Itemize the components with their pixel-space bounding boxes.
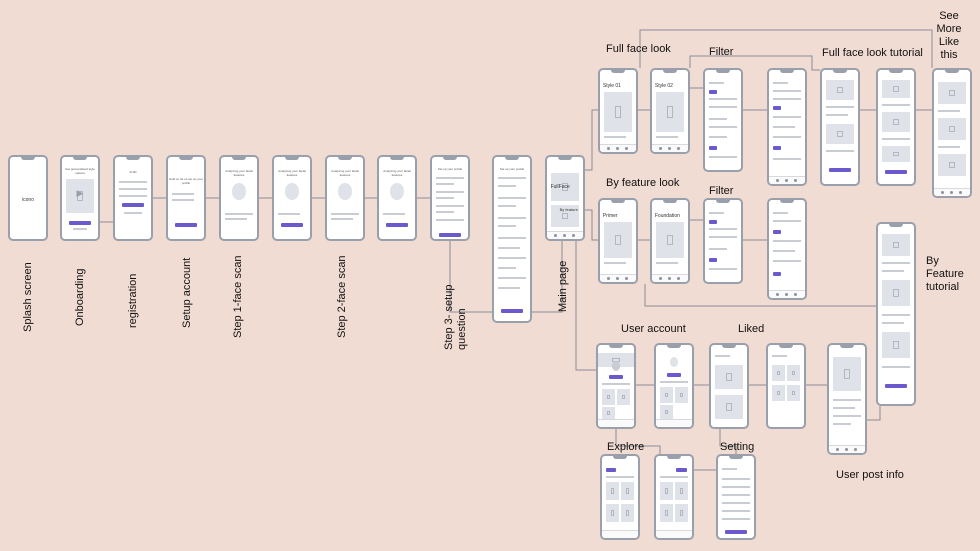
face-scan-step2b: Analyzing your facial features xyxy=(377,155,417,241)
face-scan-step2a: Analyzing your facial features xyxy=(325,155,365,241)
full-face-style1: Style 01 xyxy=(598,68,638,154)
connector-line xyxy=(639,29,933,68)
label-filter-mid: Filter xyxy=(709,185,734,197)
connector-line xyxy=(585,209,598,241)
question-submit-button[interactable] xyxy=(501,309,523,313)
full-face-tutorial-2 xyxy=(876,68,916,186)
label-by-feature-look: By feature look xyxy=(606,177,680,189)
by-feature-label: By feature xyxy=(559,207,578,212)
setting-screen xyxy=(716,454,756,540)
main-page-screen: FullFace By feature xyxy=(545,155,585,241)
explore-screen-1 xyxy=(600,454,640,540)
label-explore: Explore xyxy=(607,441,645,453)
by-feature-tutorial-screen xyxy=(876,222,916,406)
filter-detail-top xyxy=(767,68,807,186)
label-full-face-look: Full face look xyxy=(606,43,671,55)
face-scan-step1a: Analyzing your facial features xyxy=(219,155,259,241)
filter-detail-mid xyxy=(767,198,807,300)
setup-account-screen: Hold on let us set up your profile xyxy=(166,155,206,241)
splash-screen: icono xyxy=(8,155,48,241)
get-started-button[interactable] xyxy=(69,221,91,225)
user-account-screen-2 xyxy=(654,343,694,429)
connector-line xyxy=(532,241,563,313)
label-by-feature-tutorial: By Feature tutorial xyxy=(926,255,964,293)
label-see-more: See More Like this xyxy=(936,10,962,61)
filter-screen-mid xyxy=(703,198,743,284)
face-scan-step1b: Analyzing your facial features xyxy=(272,155,312,241)
question-next-button[interactable] xyxy=(439,233,461,237)
label-full-face-tutorial: Full face look tutorial xyxy=(822,47,923,59)
play-icon[interactable]: ▶ xyxy=(76,188,84,198)
splash-logo: icono xyxy=(22,197,34,203)
label-liked: Liked xyxy=(738,323,765,335)
full-face-tutorial-1 xyxy=(820,68,860,186)
label-step3: Step 3- setup question xyxy=(443,284,468,350)
connector-line xyxy=(585,109,598,171)
sign-up-button[interactable] xyxy=(122,203,144,207)
registration-title: AUID xyxy=(129,170,137,174)
liked-screen-1 xyxy=(709,343,749,429)
by-feature-foundation: Foundation xyxy=(650,198,690,284)
by-feature-card[interactable] xyxy=(551,205,579,227)
label-splash: Splash screen xyxy=(22,262,34,332)
connector-line xyxy=(867,406,881,421)
label-setting: Setting xyxy=(720,441,755,453)
filter-screen-top xyxy=(703,68,743,172)
onboarding-text: Get personalised style options xyxy=(65,167,95,175)
label-setup-account: Setup account xyxy=(181,257,193,328)
setup-text: Hold on let us set up your profile xyxy=(168,177,204,185)
full-face-style2: Style 02 xyxy=(650,68,690,154)
scan2-continue-button[interactable] xyxy=(386,223,408,227)
user-post-info-screen xyxy=(827,343,867,455)
label-step1: Step 1-face scan xyxy=(232,255,244,338)
setup-question-screen-2: Set up your profile xyxy=(492,155,532,323)
label-main-page: Main page xyxy=(557,260,569,312)
connector-line xyxy=(615,429,661,454)
continue-button[interactable] xyxy=(175,223,197,227)
label-onboarding: Onboarding xyxy=(74,268,86,327)
by-feature-primer: Primer xyxy=(598,198,638,284)
label-user-post-info: User post info xyxy=(836,469,904,481)
full-face-label: FullFace xyxy=(550,184,570,190)
connector-line xyxy=(449,241,492,313)
connector-line xyxy=(719,429,737,454)
label-filter-top: Filter xyxy=(709,46,734,58)
user-account-screen-1 xyxy=(596,343,636,429)
connector-line xyxy=(644,284,876,307)
connector-line xyxy=(689,55,820,71)
full-face-card[interactable] xyxy=(551,173,579,201)
registration-screen: AUID xyxy=(113,155,153,241)
connector-line xyxy=(575,241,596,371)
label-registration: registration xyxy=(127,273,139,328)
explore-screen-2 xyxy=(654,454,694,540)
setup-question-screen-1: Set up your profile xyxy=(430,155,470,241)
see-more-screen xyxy=(932,68,972,198)
label-user-account: User account xyxy=(621,323,686,335)
liked-screen-2 xyxy=(766,343,806,429)
label-step2: Step 2-face scan xyxy=(336,255,348,338)
scan-continue-button[interactable] xyxy=(281,223,303,227)
onboarding-screen: Get personalised style options ▶ xyxy=(60,155,100,241)
